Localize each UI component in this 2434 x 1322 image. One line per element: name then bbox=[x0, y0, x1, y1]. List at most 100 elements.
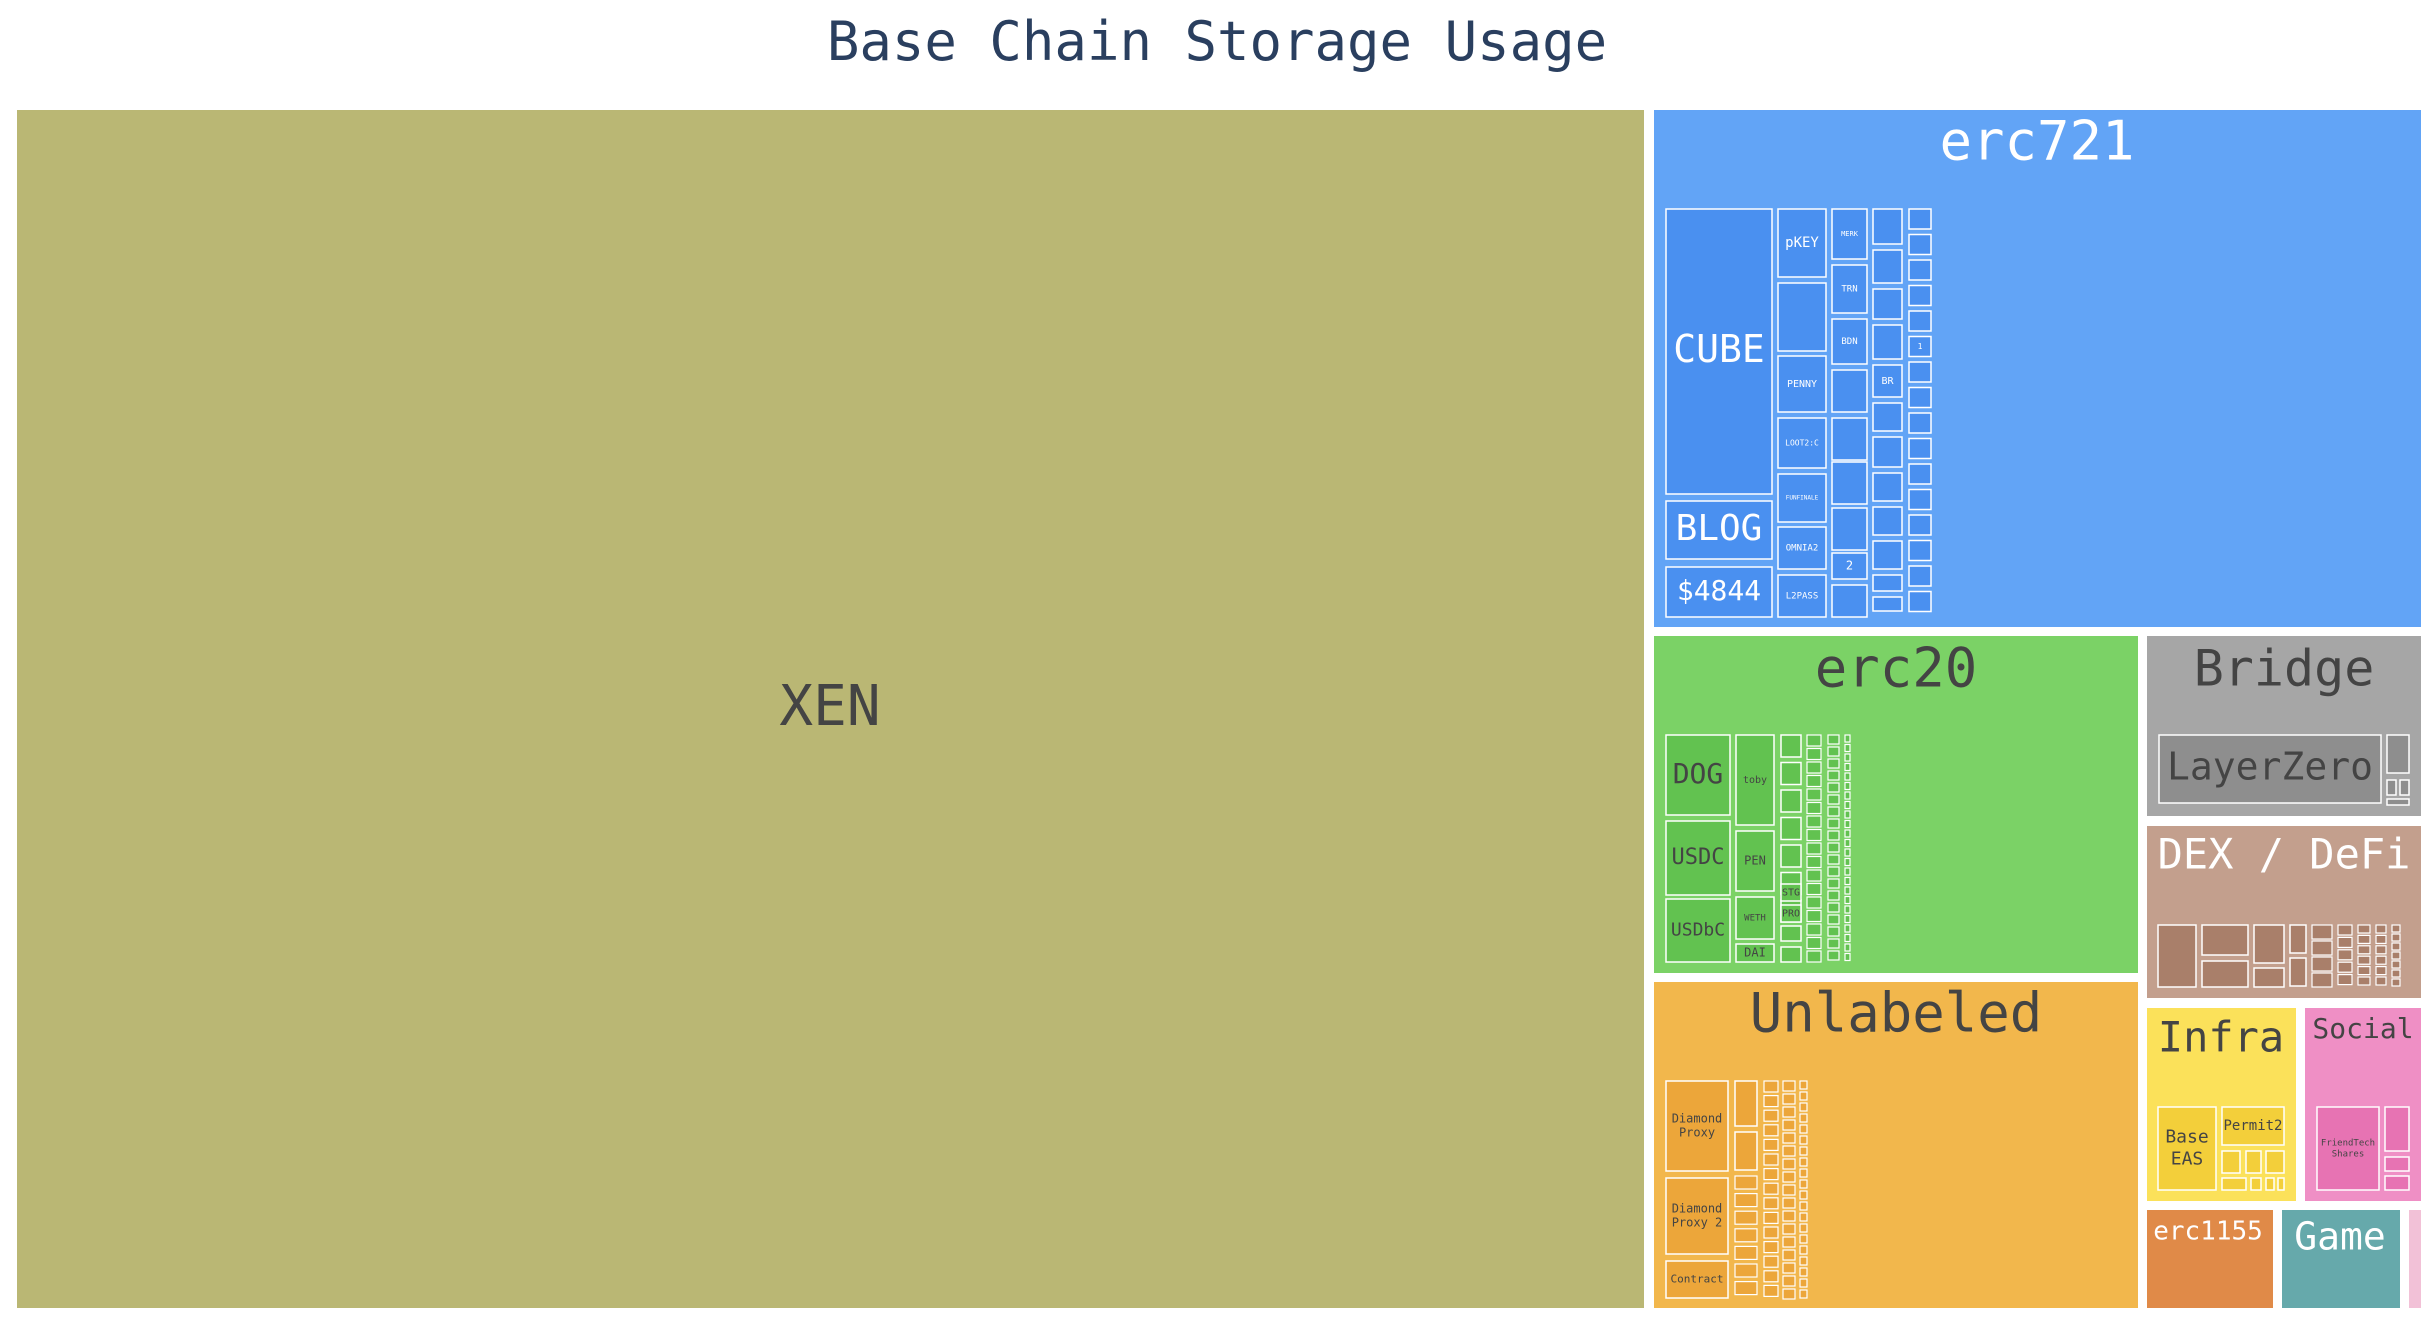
treemap-leaf-layerzero bbox=[2158, 734, 2382, 804]
treemap-leaf-toby bbox=[1735, 734, 1775, 826]
dex-col7-small-leaf-3 bbox=[2337, 961, 2353, 973]
treemap-leaf-item-206 bbox=[1872, 436, 1903, 468]
dex-col9-small-leaf-2 bbox=[2375, 945, 2387, 955]
dex-col10-small-leaf-4 bbox=[2391, 960, 2401, 969]
unl-col4-small-leaf-11 bbox=[1782, 1223, 1796, 1235]
erc20-col8-small-leaf-19 bbox=[1844, 914, 1851, 924]
erc20-col8-small-leaf-18 bbox=[1844, 905, 1851, 914]
treemap-leaf-item-100 bbox=[2384, 1106, 2410, 1152]
treemap-leaf-item-100 bbox=[1734, 1080, 1758, 1127]
erc20-col6-small-leaf-1 bbox=[1806, 747, 1822, 761]
unl-col3-small-leaf-4 bbox=[1763, 1138, 1779, 1152]
unl-col5-small-leaf-0 bbox=[1799, 1080, 1808, 1090]
treemap-leaf-trn bbox=[1831, 264, 1868, 314]
tile-label-infra: Infra bbox=[2158, 1013, 2284, 1062]
unl-col3-small-leaf-3 bbox=[1763, 1124, 1779, 1137]
leaf-label-layerzero: LayerZero bbox=[2167, 745, 2373, 789]
treemap-leaf-bdn bbox=[1831, 318, 1868, 365]
leaf-label-funfinale: FUNFINALE bbox=[1786, 495, 1819, 502]
treemap-leaf-item-307 bbox=[1908, 386, 1932, 409]
treemap-leaf-item-101 bbox=[2386, 779, 2397, 796]
unl-col3-small-leaf-11 bbox=[1763, 1240, 1779, 1254]
treemap-leaf-blog bbox=[1665, 500, 1773, 560]
treemap-leaf-item-202 bbox=[1872, 288, 1903, 320]
treemap-leaf-pen bbox=[1735, 830, 1775, 892]
dex-col9-small-leaf-3 bbox=[2375, 955, 2387, 965]
erc20-col7-small-leaf-15 bbox=[1827, 914, 1840, 925]
erc20-col8-small-leaf-16 bbox=[1844, 886, 1851, 895]
treemap-leaf-dai bbox=[1735, 943, 1775, 963]
leaf-label-usdbc: USDbC bbox=[1671, 920, 1725, 941]
leaf-label-permit2: Permit2 bbox=[2223, 1118, 2282, 1134]
chart-title: Base Chain Storage Usage bbox=[826, 10, 1608, 73]
erc20-col7-small-leaf-16 bbox=[1827, 926, 1840, 937]
treemap-leaf-stg bbox=[1780, 883, 1802, 902]
tile-label-erc1155: erc1155 bbox=[2153, 1217, 2263, 1247]
dex-col6-small-leaf-2 bbox=[2311, 956, 2333, 972]
dex-col9-small-leaf-4 bbox=[2375, 965, 2387, 976]
treemap-leaf-item-211 bbox=[1872, 596, 1903, 612]
treemap-leaf-1 bbox=[1908, 335, 1932, 358]
treemap-leaf-item-308 bbox=[1908, 412, 1932, 434]
erc20-col6-small-leaf-12 bbox=[1806, 896, 1822, 909]
dex-col8-small-leaf-0 bbox=[2357, 924, 2371, 934]
treemap-leaf-permit2 bbox=[2221, 1106, 2285, 1146]
erc20-col7-small-leaf-0 bbox=[1827, 734, 1840, 745]
treemap-leaf-item-303 bbox=[1908, 284, 1932, 307]
unl-col4-small-leaf-14 bbox=[1782, 1262, 1796, 1274]
leaf-label-1: 1 bbox=[1918, 342, 1923, 351]
erc20-col7-small-leaf-11 bbox=[1827, 866, 1840, 877]
leaf-label-usdc: USDC bbox=[1672, 845, 1725, 870]
leaf-label-pro: PRO bbox=[1782, 909, 1800, 920]
leaf-label-bdn: BDN bbox=[1841, 337, 1857, 347]
treemap-leaf-item-101 bbox=[2245, 1150, 2262, 1174]
treemap-leaf-merk bbox=[1831, 208, 1868, 260]
treemap-tile-erc1155 bbox=[2147, 1210, 2273, 1308]
erc20-col7-small-leaf-6 bbox=[1827, 806, 1840, 817]
erc20-col7-small-leaf-8 bbox=[1827, 830, 1840, 841]
erc20-col6-small-leaf-16 bbox=[1806, 950, 1822, 963]
unl-col3-small-leaf-12 bbox=[1763, 1255, 1779, 1268]
erc20-col8-small-leaf-4 bbox=[1844, 772, 1851, 781]
unl-col5-small-leaf-13 bbox=[1799, 1223, 1808, 1233]
treemap-leaf-item-103 bbox=[1780, 816, 1802, 841]
treemap-leaf-item-205 bbox=[1872, 402, 1903, 432]
erc20-col7-small-leaf-14 bbox=[1827, 902, 1840, 913]
erc20-col6-small-leaf-15 bbox=[1806, 936, 1822, 950]
unl-col4-small-leaf-16 bbox=[1782, 1288, 1796, 1300]
erc20-col6-small-leaf-7 bbox=[1806, 828, 1822, 842]
erc20-col8-small-leaf-1 bbox=[1844, 743, 1851, 753]
erc20-col8-small-leaf-2 bbox=[1844, 753, 1851, 762]
treemap-leaf-item-1 bbox=[2201, 924, 2249, 956]
unl-col2-small-leaf-6 bbox=[1734, 1280, 1758, 1296]
erc20-col7-small-leaf-4 bbox=[1827, 782, 1840, 793]
dex-col10-small-leaf-5 bbox=[2391, 969, 2401, 978]
erc20-col7-small-leaf-1 bbox=[1827, 746, 1840, 757]
treemap-leaf-item-302 bbox=[1908, 259, 1932, 281]
treemap-leaf-item-4 bbox=[2253, 967, 2285, 988]
dex-col10-small-leaf-0 bbox=[2391, 924, 2401, 933]
leaf-label-toby: toby bbox=[1743, 775, 1767, 786]
erc20-col6-small-leaf-9 bbox=[1806, 855, 1822, 869]
unl-col5-small-leaf-8 bbox=[1799, 1168, 1808, 1178]
treemap-leaf-item-101 bbox=[2384, 1156, 2410, 1172]
erc20-col6-small-leaf-8 bbox=[1806, 842, 1822, 855]
treemap-leaf-item-4 bbox=[1777, 282, 1827, 352]
leaf-label-weth: WETH bbox=[1744, 914, 1766, 924]
treemap-leaf-item-100 bbox=[2386, 734, 2410, 774]
erc20-col7-small-leaf-18 bbox=[1827, 950, 1840, 961]
unl-col2-small-leaf-5 bbox=[1734, 1263, 1758, 1278]
treemap-leaf-loot2-c bbox=[1777, 417, 1827, 469]
dex-col8-small-leaf-3 bbox=[2357, 955, 2371, 965]
unl-col5-small-leaf-12 bbox=[1799, 1212, 1808, 1222]
erc20-col8-small-leaf-11 bbox=[1844, 838, 1851, 848]
unl-col4-small-leaf-10 bbox=[1782, 1210, 1796, 1222]
unl-col3-small-leaf-6 bbox=[1763, 1167, 1779, 1181]
treemap-leaf-base-eas bbox=[2157, 1106, 2217, 1191]
tile-label-xen: XEN bbox=[779, 674, 880, 739]
treemap-leaf-penny bbox=[1777, 355, 1827, 413]
erc20-col7-small-leaf-7 bbox=[1827, 818, 1840, 829]
